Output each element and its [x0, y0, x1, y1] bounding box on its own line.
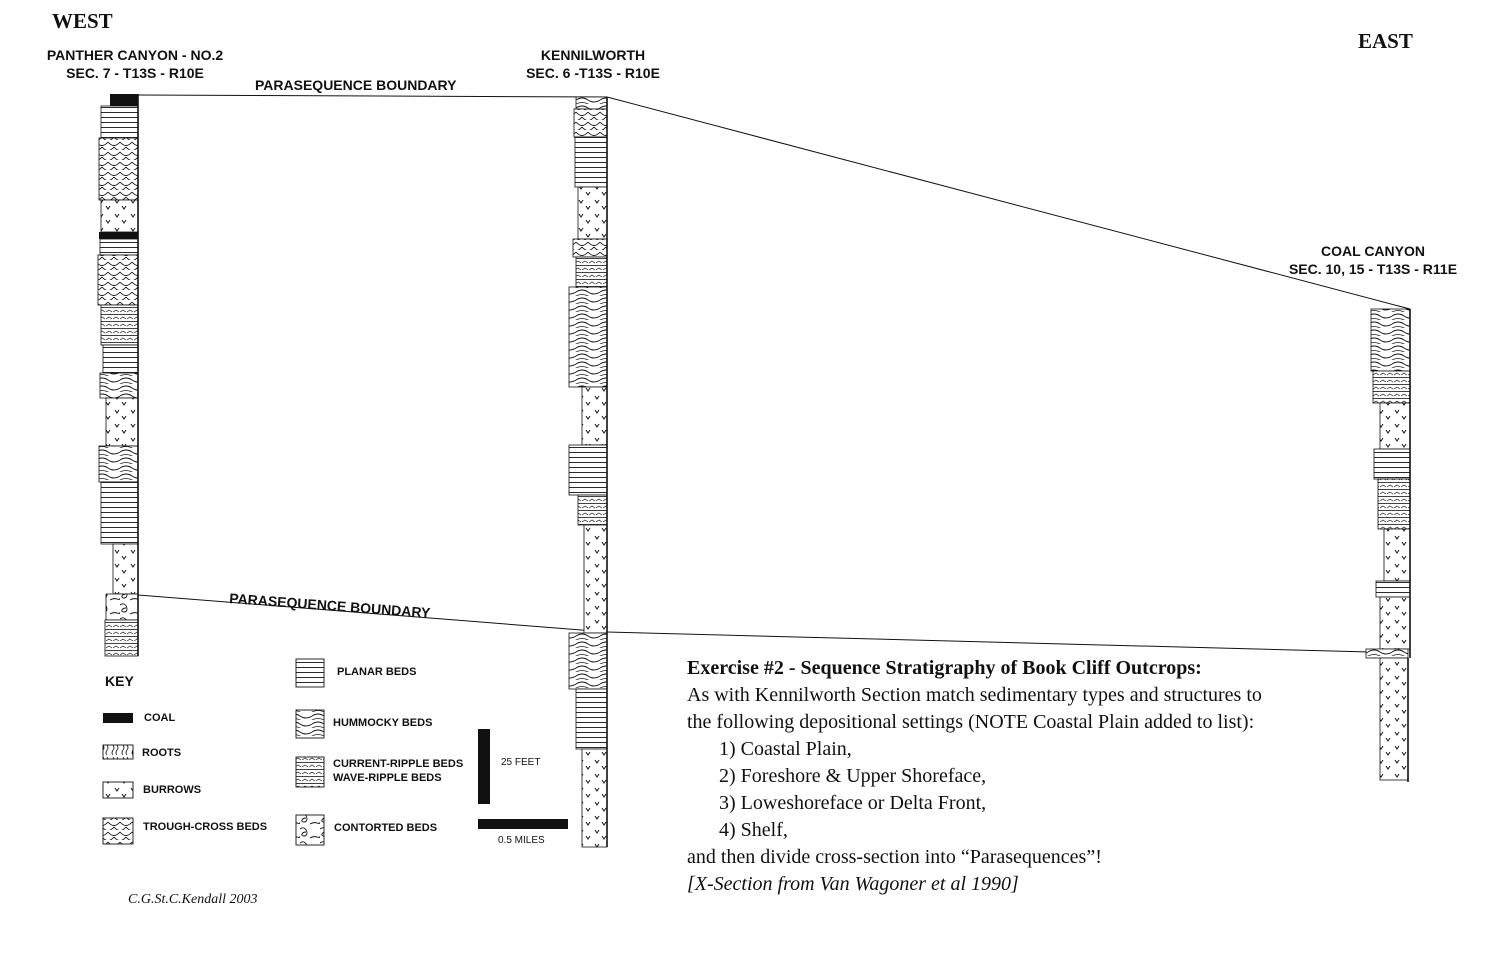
key-label-trough-cross: TROUGH-CROSS BEDS: [143, 821, 267, 833]
key-label-burrows: BURROWS: [143, 784, 201, 796]
exercise-closing: and then divide cross-section into “Para…: [687, 844, 1262, 871]
key-label-contorted: CONTORTED BEDS: [334, 822, 437, 834]
contorted-swatch-icon: [296, 815, 324, 845]
exercise-item-1: 1) Coastal Plain,: [687, 736, 1262, 763]
coal-swatch-icon: [103, 713, 133, 723]
key-label-wave-ripple: WAVE-RIPPLE BEDS: [333, 772, 442, 784]
exercise-block: Exercise #2 - Sequence Stratigraphy of B…: [687, 655, 1262, 898]
hummocky-swatch-icon: [296, 710, 324, 738]
exercise-item-2: 2) Foreshore & Upper Shoreface,: [687, 763, 1262, 790]
vertical-scale-bar: [478, 729, 490, 804]
horizontal-scale-label: 0.5 MILES: [498, 835, 545, 846]
key-label-roots: ROOTS: [142, 747, 181, 759]
trough-cross-swatch-icon: [103, 818, 133, 844]
exercise-citation: [X-Section from Van Wagoner et al 1990]: [687, 871, 1262, 898]
exercise-item-4: 4) Shelf,: [687, 817, 1262, 844]
exercise-item-3: 3) Loweshoreface or Delta Front,: [687, 790, 1262, 817]
upper-boundary-line-west: [138, 95, 607, 97]
coal-canyon-column: [1366, 309, 1410, 782]
lower-boundary-line-east: [607, 632, 1408, 653]
key-title: KEY: [105, 673, 134, 689]
key-label-planar: PLANAR BEDS: [337, 666, 416, 678]
kennilworth-column: [569, 97, 607, 847]
exercise-line-2: the following depositional settings (NOT…: [687, 709, 1262, 736]
planar-swatch-icon: [296, 659, 324, 687]
lower-boundary-line-west: [138, 595, 607, 632]
exercise-line-1: As with Kennilworth Section match sedime…: [687, 682, 1262, 709]
ripple-swatch-icon: [296, 757, 324, 787]
horizontal-scale-bar: [478, 819, 568, 829]
key-label-current-ripple: CURRENT-RIPPLE BEDS: [333, 758, 463, 770]
roots-swatch-icon: [103, 745, 133, 759]
exercise-title: Exercise #2 - Sequence Stratigraphy of B…: [687, 655, 1262, 682]
author-credit: C.G.St.C.Kendall 2003: [128, 892, 258, 908]
burrows-swatch-icon: [103, 782, 133, 798]
upper-boundary-line-east: [607, 97, 1410, 309]
panther-canyon-column: [98, 94, 138, 656]
vertical-scale-label: 25 FEET: [501, 757, 540, 768]
key-label-hummocky: HUMMOCKY BEDS: [333, 717, 432, 729]
key-label-coal: COAL: [144, 712, 175, 724]
